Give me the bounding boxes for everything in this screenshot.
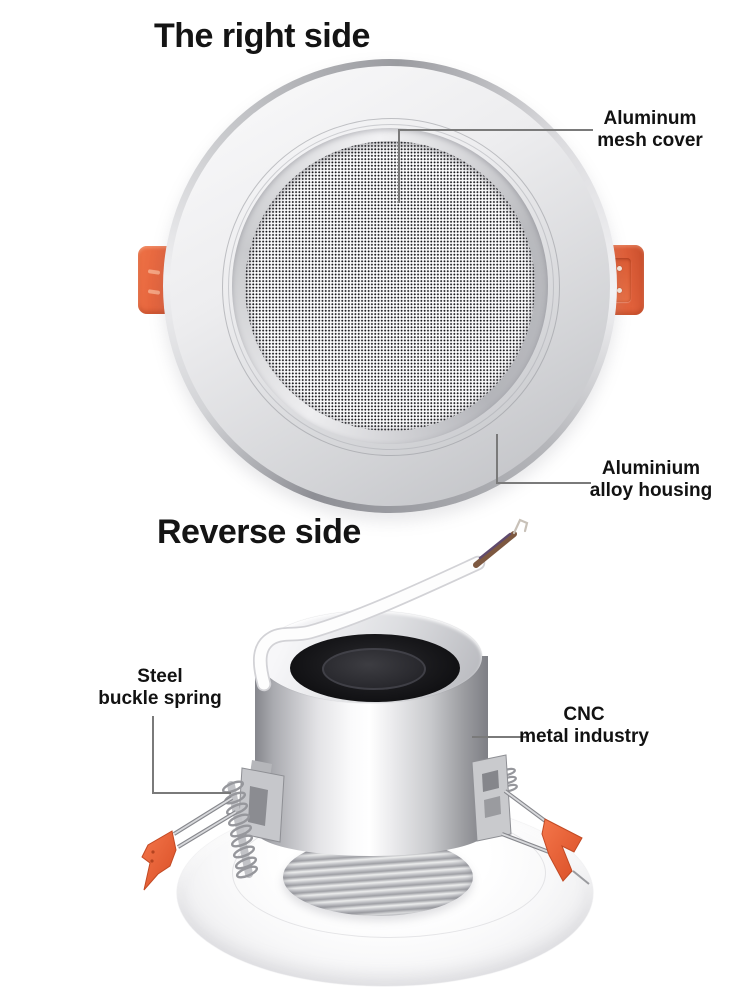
label-steel-buckle-spring: Steel buckle spring <box>85 666 235 709</box>
label-line: metal industry <box>519 725 649 747</box>
label-line: Steel <box>137 666 183 687</box>
tip-hole <box>150 859 154 863</box>
front-heading: The right side <box>154 17 370 55</box>
trim-groove-ring <box>222 118 560 456</box>
screw-hole <box>617 288 622 293</box>
label-line: CNC <box>563 704 605 725</box>
steel-buckle-spring-coil-right <box>500 767 518 793</box>
wire-conductor-purple <box>478 532 512 560</box>
label-cnc-metal-industry: CNC metal industry <box>509 704 659 747</box>
clip-highlight <box>147 269 161 275</box>
callout-line-mesh-horizontal <box>398 129 593 131</box>
callout-line-mesh-vertical <box>398 129 400 203</box>
callout-line-spring-vertical <box>152 716 154 794</box>
trim-groove-ring <box>228 124 554 450</box>
reverse-heading: Reverse side <box>157 513 361 551</box>
callout-line-cnc-horizontal <box>472 736 527 738</box>
label-line: Aluminum <box>603 108 697 129</box>
label-aluminum-mesh-cover: Aluminum mesh cover <box>582 108 718 151</box>
speaker-magnet-core <box>322 648 426 690</box>
callout-line-housing-vertical <box>496 434 498 484</box>
label-line: alloy housing <box>589 479 713 501</box>
aluminum-mesh-cover <box>245 141 535 431</box>
label-line: buckle spring <box>98 687 222 709</box>
label-line: Aluminium <box>601 458 701 479</box>
spring-tip-orange-left <box>141 830 177 891</box>
clip-highlight <box>147 289 161 295</box>
callout-line-housing-horizontal <box>496 482 591 484</box>
tip-hole <box>151 850 155 854</box>
label-line: mesh cover <box>597 129 703 151</box>
wire-bare-end <box>512 518 529 535</box>
callout-line-spring-horizontal <box>152 792 231 794</box>
wire-conductor-brown <box>473 531 517 568</box>
label-alloy-housing: Aluminium alloy housing <box>576 458 726 501</box>
screw-hole <box>617 266 622 271</box>
